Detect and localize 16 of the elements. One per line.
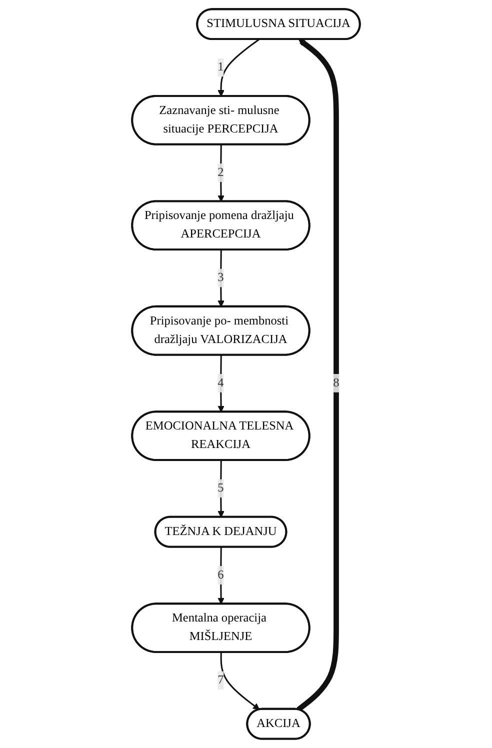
edge-label: 4 bbox=[218, 376, 224, 390]
edge-label: 1 bbox=[218, 60, 224, 74]
arrow bbox=[218, 355, 224, 412]
arrow bbox=[218, 250, 224, 308]
arrow bbox=[218, 547, 224, 604]
edge-label: 6 bbox=[218, 568, 224, 582]
arrow bbox=[218, 38, 260, 97]
edge-label: 5 bbox=[218, 482, 224, 495]
edge-label: 7 bbox=[218, 674, 224, 687]
edge-label: 8 bbox=[333, 376, 340, 390]
edge-label: 3 bbox=[218, 271, 224, 284]
arrow bbox=[296, 39, 339, 712]
arrow bbox=[220, 652, 260, 710]
edge-label: 2 bbox=[218, 166, 224, 179]
arrow bbox=[218, 144, 224, 202]
arrow bbox=[218, 460, 224, 518]
